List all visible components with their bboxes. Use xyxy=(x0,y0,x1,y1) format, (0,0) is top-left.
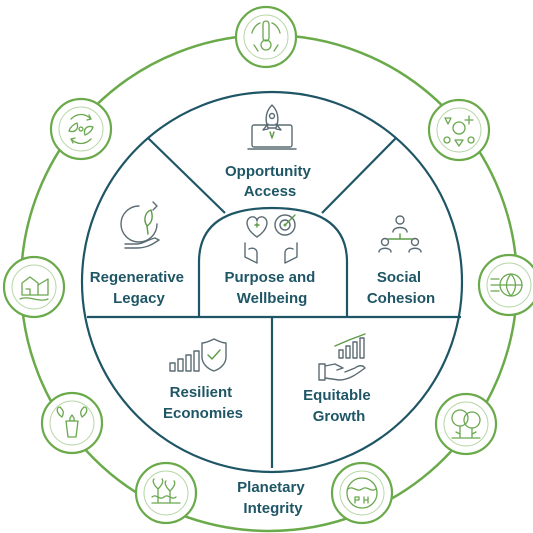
plants-landscape-icon xyxy=(134,461,198,525)
energy-sources-icon xyxy=(427,98,491,162)
social-cohesion-label: Social Cohesion xyxy=(367,269,435,307)
divider-top-left xyxy=(147,137,226,214)
heart-target-hands-icon xyxy=(244,214,298,264)
inner-circle xyxy=(80,90,464,474)
shield-bars-icon xyxy=(169,338,227,372)
planetary-integrity-label: Planetary Integrity xyxy=(237,479,309,517)
thermometer-earth-icon xyxy=(234,5,298,69)
water-cup-leaves-icon xyxy=(40,391,104,455)
land-use-icon xyxy=(2,255,66,319)
equitable-growth-label: Equitable Growth xyxy=(303,387,375,425)
resilient-economies-label: Resilient Economies xyxy=(163,384,243,422)
laptop-rocket-icon xyxy=(247,104,297,150)
hand-leaf-icon xyxy=(120,201,160,249)
globe-arrows-icon xyxy=(477,253,533,317)
hand-growth-chart-icon xyxy=(318,333,366,381)
purpose-wellbeing-label: Purpose and Wellbeing xyxy=(224,269,319,307)
center-arch xyxy=(197,206,349,317)
people-network-icon xyxy=(378,215,422,253)
regenerative-legacy-label: Regenerative Legacy xyxy=(90,269,188,307)
forest-icon xyxy=(434,392,498,456)
ocean-ph-icon xyxy=(330,461,394,525)
divider-top-right xyxy=(321,137,397,214)
biodiversity-cycle-icon xyxy=(49,97,113,161)
opportunity-access-label: Opportunity Access xyxy=(225,163,315,200)
